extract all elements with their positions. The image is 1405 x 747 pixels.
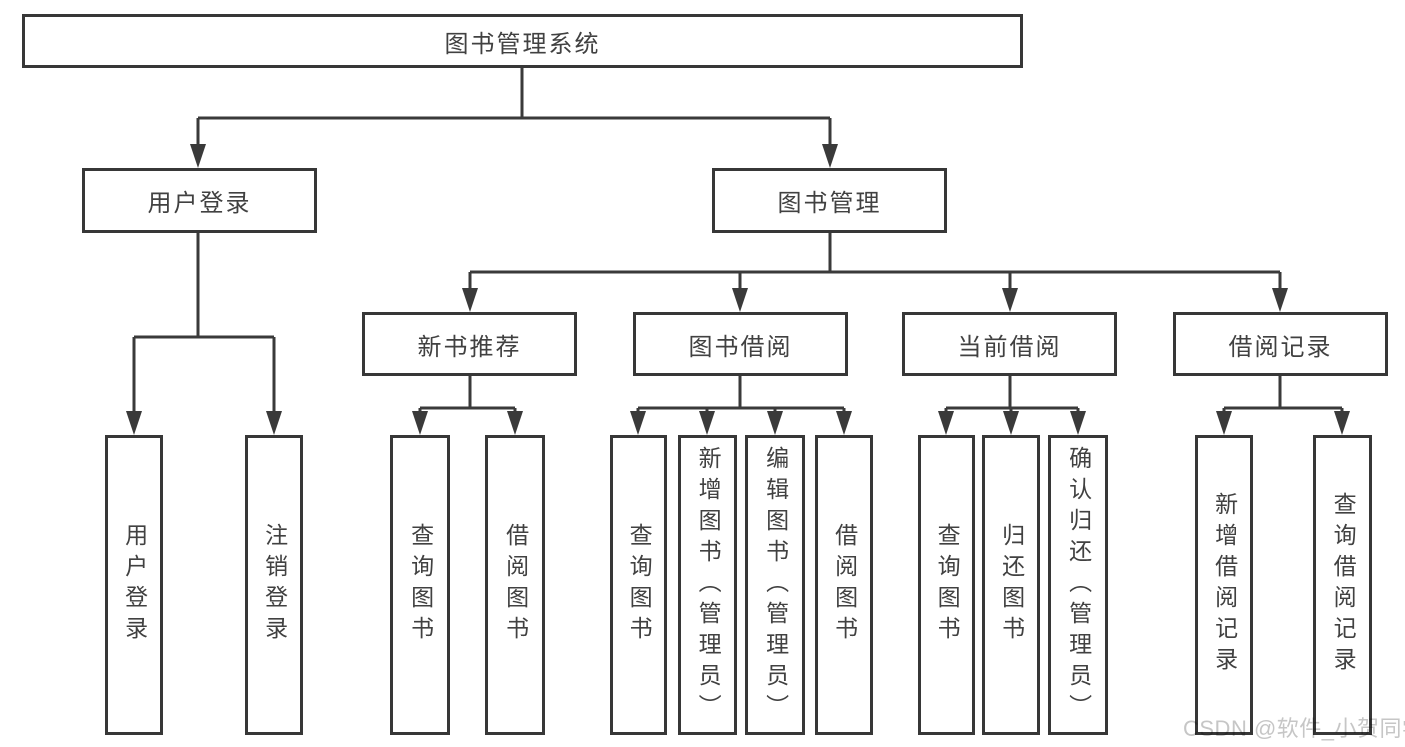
leaf-logout: 注销登录	[245, 435, 303, 735]
node-book-borrow: 图书借阅	[633, 312, 848, 376]
leaf-query-borrow-record: 查询借阅记录	[1313, 435, 1372, 735]
node-root: 图书管理系统	[22, 14, 1023, 68]
arrowheads	[126, 144, 1350, 435]
csdn-watermark: CSDN @软件_小贺同学	[1183, 716, 1405, 741]
leaf-add-borrow-record: 新增借阅记录	[1195, 435, 1253, 735]
leaf-query-books-3: 查询图书	[918, 435, 975, 735]
leaf-confirm-return-admin: 确认归还（管理员）	[1048, 435, 1108, 735]
leaf-query-books-1: 查询图书	[390, 435, 450, 735]
node-user-login: 用户登录	[82, 168, 317, 233]
leaf-borrow-books-1: 借阅图书	[485, 435, 545, 735]
node-borrow-records: 借阅记录	[1173, 312, 1388, 376]
leaf-return-books: 归还图书	[982, 435, 1040, 735]
node-current-borrow: 当前借阅	[902, 312, 1117, 376]
leaf-query-books-2: 查询图书	[610, 435, 667, 735]
node-new-books: 新书推荐	[362, 312, 577, 376]
leaf-add-books-admin: 新增图书（管理员）	[678, 435, 737, 735]
node-book-mgmt: 图书管理	[712, 168, 947, 233]
leaf-borrow-books-2: 借阅图书	[815, 435, 873, 735]
leaf-user-login: 用户登录	[105, 435, 163, 735]
leaf-edit-books-admin: 编辑图书（管理员）	[745, 435, 805, 735]
